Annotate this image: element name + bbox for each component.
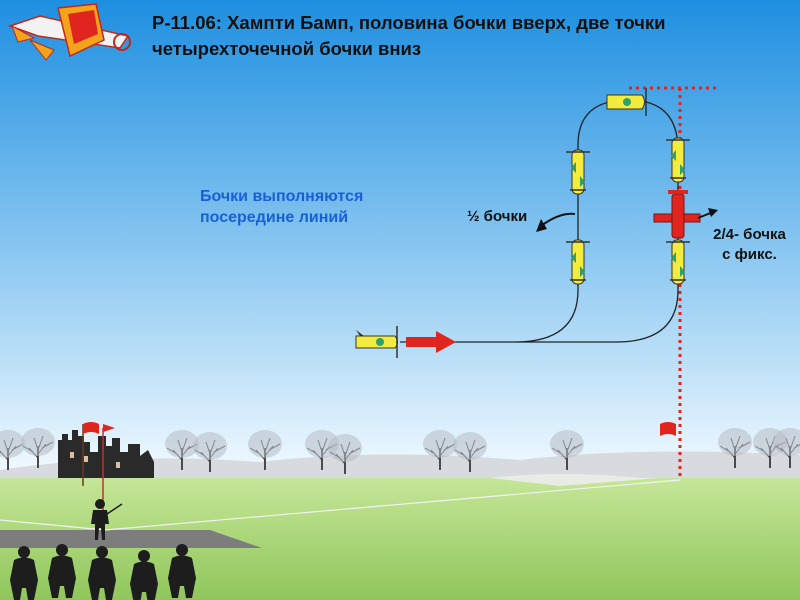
half-roll-arrowhead bbox=[536, 219, 547, 232]
red-arrow-icon bbox=[406, 331, 456, 353]
page-title: Р-11.06: Хампти Бамп, половина бочки вве… bbox=[152, 10, 792, 62]
title-line-1: Р-11.06: Хампти Бамп, половина бочки вве… bbox=[152, 12, 666, 33]
castle-ruins bbox=[58, 430, 154, 480]
title-line-2: четырехточечной бочки вниз bbox=[152, 38, 422, 59]
field-patch bbox=[490, 474, 660, 486]
sight-line bbox=[104, 479, 681, 531]
note-line-2: посередине линий bbox=[200, 209, 349, 226]
entry-airplane-icon bbox=[355, 326, 398, 358]
note-line-1: Бочки выполняются bbox=[200, 188, 364, 205]
aerobatic-airplane-icon bbox=[7, 3, 131, 61]
half-roll-arrow-icon bbox=[540, 212, 576, 227]
runway bbox=[0, 530, 262, 548]
rolls-note: Бочки выполняются посередине линий bbox=[200, 186, 400, 228]
quarter-roll-arrowhead bbox=[708, 208, 718, 217]
top-airplane-icon bbox=[606, 88, 647, 116]
half-roll-label: ½ бочки bbox=[467, 208, 528, 225]
quarter-roll-label: 2/4- бочка с фикс. bbox=[702, 225, 797, 265]
pilot-silhouette bbox=[91, 424, 123, 540]
sky bbox=[0, 0, 800, 480]
red-flag-icon bbox=[660, 422, 676, 436]
sight-line-left bbox=[0, 519, 106, 531]
red-flag-icon bbox=[82, 422, 99, 486]
quarter-roll-line-1: 2/4- бочка bbox=[713, 226, 786, 243]
quarter-roll-line-2: с фикс. bbox=[722, 246, 777, 263]
